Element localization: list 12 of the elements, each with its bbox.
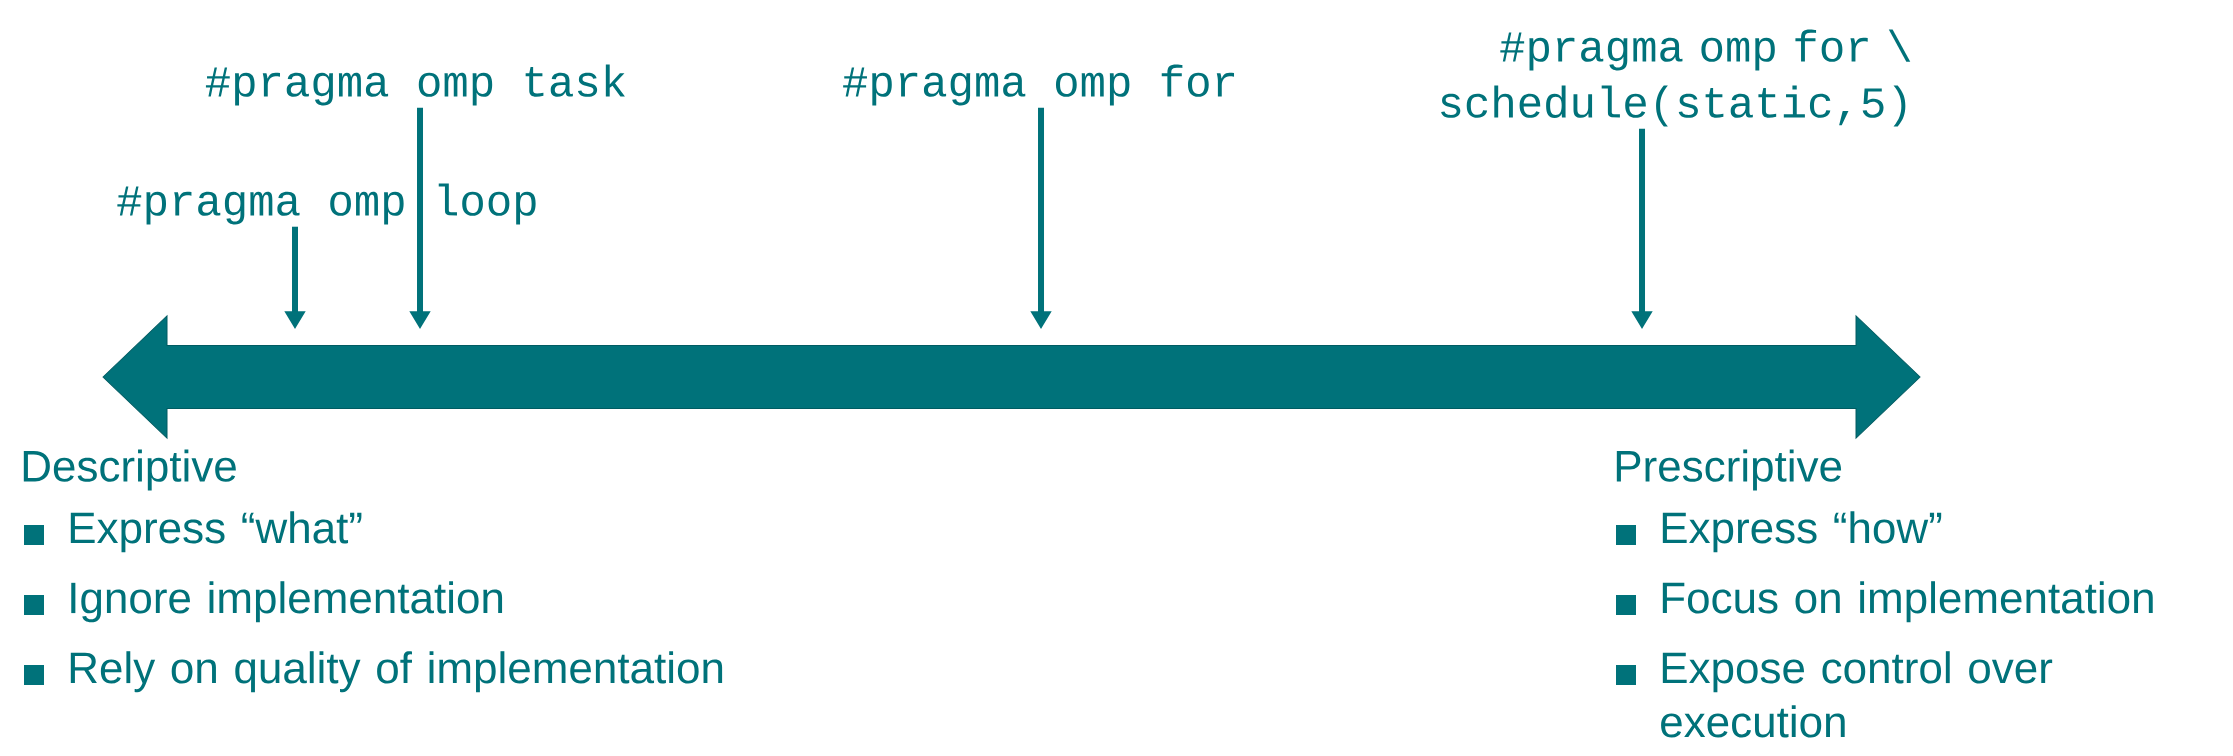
bullet-text: Express “how” [1662, 511, 1942, 553]
bullet-text: Expose control over execution [1661, 651, 2053, 738]
code-label: #pragma omp loop [117, 183, 536, 225]
bullet-text: Ignore implementation [71, 581, 503, 623]
heading: Descriptive [23, 449, 236, 491]
code-label: #pragma omp for [843, 64, 1234, 106]
double-arrow [102, 315, 1921, 439]
bullet-text: Focus on implementation [1662, 581, 2153, 623]
bullet-text: Express “what” [70, 511, 362, 553]
code-label: #pragma omp for \ schedule(static,5) [1441, 29, 1911, 127]
code-label: #pragma omp task [205, 64, 625, 106]
bullet-text: Rely on quality of implementation [70, 651, 723, 693]
